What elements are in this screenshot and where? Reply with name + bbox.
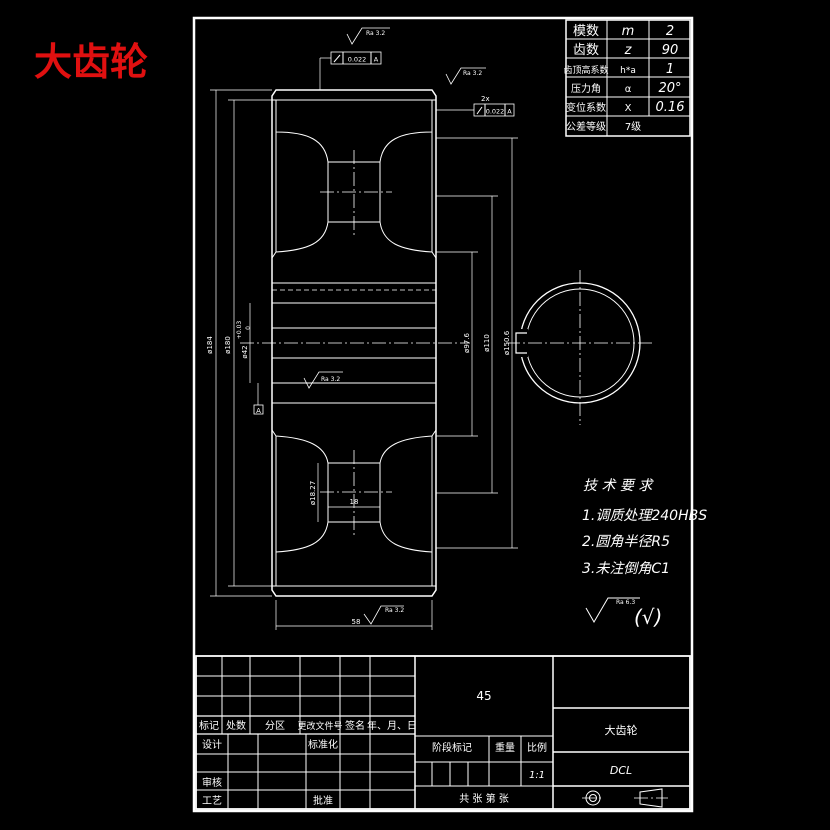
param-label-pressure-angle: 压力角 xyxy=(571,82,601,95)
tb-approve: 批准 xyxy=(313,794,333,807)
tb-label-change-doc: 更改文件号 xyxy=(297,720,342,732)
param-label-module: 模数 xyxy=(573,24,599,39)
tb-design: 设计 xyxy=(202,738,222,751)
roughness-bottom-label: Ra 3.2 xyxy=(385,607,404,614)
dim-bore-tol-upper: +0.03 xyxy=(236,321,243,340)
datum-label: A xyxy=(256,407,261,415)
runout-side-datum: A xyxy=(507,108,512,116)
param-value-module: 2 xyxy=(666,24,674,39)
runout-side-value: 0.022 xyxy=(486,108,505,116)
tb-label-mark: 标记 xyxy=(199,720,219,732)
param-symbol-shift: X xyxy=(625,103,632,114)
roughness-symbol-bottom xyxy=(363,605,404,625)
roughness-rest-symbol: (√) xyxy=(634,605,662,629)
roughness-symbol-top xyxy=(346,27,390,45)
tb-label-date: 年、月、日 xyxy=(367,719,417,732)
tb-standardize: 标准化 xyxy=(308,738,338,751)
param-symbol-pressure-angle: α xyxy=(625,84,632,95)
tb-process: 工艺 xyxy=(202,795,222,807)
tb-stage-mark: 阶段标记 xyxy=(432,741,472,754)
dim-bore-tol-lower: 0 xyxy=(245,326,252,330)
title-block-grid xyxy=(195,655,691,810)
runout-top-datum: A xyxy=(374,56,379,64)
projection-symbol-icon xyxy=(582,788,668,808)
tb-material: 45 xyxy=(476,689,491,703)
param-symbol-teeth: z xyxy=(624,43,633,58)
dim-hub-outer: ø97.6 xyxy=(463,333,471,353)
param-value-shift: 0.16 xyxy=(656,100,685,115)
dimension-lines-left xyxy=(210,89,319,597)
param-value-teeth: 90 xyxy=(662,43,679,58)
tb-review: 审核 xyxy=(202,776,222,789)
gear-section-view xyxy=(240,89,470,597)
roughness-top-label: Ra 3.2 xyxy=(366,30,385,37)
roughness-general-label: Ra 6.3 xyxy=(616,599,635,606)
param-label-addendum: 齿顶高系数 xyxy=(563,64,608,76)
dim-face-width: 58 xyxy=(352,618,361,626)
dim-web-thickness: 18 xyxy=(350,498,359,506)
dim-hole-diameter: ø18.27 xyxy=(309,481,317,505)
roughness-symbol-hub xyxy=(303,371,343,389)
tb-label-signature: 签名 xyxy=(345,719,365,732)
hub-side-view xyxy=(506,270,654,425)
tech-requirement-1: 1.调质处理240HBS xyxy=(582,508,707,524)
param-value-pressure-angle: 20° xyxy=(658,81,681,96)
gear-parameter-table xyxy=(565,19,691,137)
runout-tolerance-top xyxy=(319,51,382,90)
tech-requirement-2: 2.圆角半径R5 xyxy=(582,534,670,550)
runout-side-prefix: 2x xyxy=(481,95,490,103)
dim-bore: ø42 xyxy=(241,345,249,358)
runout-top-value: 0.022 xyxy=(348,56,367,64)
param-symbol-grade: 7级 xyxy=(625,121,641,133)
tech-requirements-heading: 技 术 要 求 xyxy=(583,478,654,494)
param-symbol-addendum: h*a xyxy=(620,66,636,76)
roughness-hub-label: Ra 3.2 xyxy=(321,376,340,383)
roughness-right-label: Ra 3.2 xyxy=(463,70,482,77)
drawing-frame xyxy=(192,16,694,813)
tb-sheets: 共 张 第 张 xyxy=(459,792,509,805)
roughness-symbol-general xyxy=(585,597,640,623)
dim-outer-diameter: ø184 xyxy=(206,336,214,354)
tb-drawing-code: DCL xyxy=(610,764,632,777)
tb-weight: 重量 xyxy=(495,741,515,754)
param-label-shift: 变位系数 xyxy=(566,101,606,114)
param-label-teeth: 齿数 xyxy=(573,43,599,58)
tb-label-count: 处数 xyxy=(226,719,246,732)
drawing-title: 大齿轮 xyxy=(34,40,148,84)
param-value-addendum: 1 xyxy=(666,62,674,77)
dim-pitch-diameter: ø180 xyxy=(224,336,232,354)
rim-bottom-section xyxy=(275,521,433,587)
roughness-symbol-right xyxy=(445,67,486,85)
dim-web-inner: ø110 xyxy=(483,334,491,352)
tech-requirement-3: 3.未注倒角C1 xyxy=(582,561,670,577)
tb-ratio: 比例 xyxy=(527,741,547,754)
tb-label-zone: 分区 xyxy=(265,720,285,732)
tb-scale-value: 1:1 xyxy=(529,770,545,781)
param-label-grade: 公差等级 xyxy=(566,120,606,133)
runout-tolerance-side xyxy=(436,103,515,117)
tb-part-name: 大齿轮 xyxy=(605,723,638,737)
web-top-section xyxy=(271,221,437,284)
param-symbol-module: m xyxy=(622,24,635,39)
